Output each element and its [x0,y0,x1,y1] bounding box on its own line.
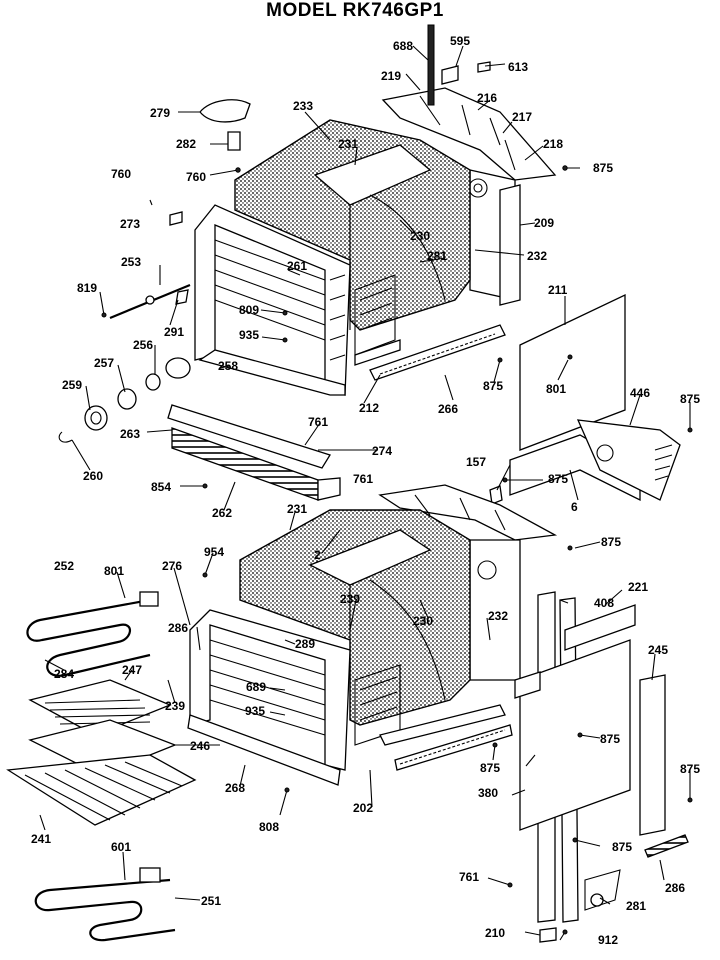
lower-side-panels [514,591,689,943]
callout: 935 [239,328,259,342]
callout: 761 [308,415,328,429]
callout: 281 [626,899,646,913]
callout: 259 [62,378,82,392]
callout: 289 [295,637,315,651]
callout: 875 [480,761,500,775]
callout: 801 [104,564,124,578]
control-strip [167,404,341,501]
callout: 266 [438,402,458,416]
callout: 2 [314,548,321,562]
callout: 263 [120,427,140,441]
callout: 274 [372,444,392,458]
callout: 380 [478,786,498,800]
callout: 221 [628,580,648,594]
callout: 760 [186,170,206,184]
callout: 954 [204,545,224,559]
callout: 212 [359,401,379,415]
callout: 761 [459,870,479,884]
callout: 253 [121,255,141,269]
callout: 219 [381,69,401,83]
callout: 875 [680,392,700,406]
callout: 217 [512,110,532,124]
callout: 247 [122,663,142,677]
callout: 257 [94,356,114,370]
callout: 282 [176,137,196,151]
callout: 875 [601,535,621,549]
diagram-title: MODEL RK746GP1 [266,0,444,21]
callout: 6 [571,500,578,514]
callout: 232 [488,609,508,623]
callout: 601 [111,840,131,854]
callout: 251 [201,894,221,908]
callout: 230 [410,229,430,243]
lower-oven-assembly [187,484,558,786]
callout: 875 [593,161,613,175]
callout: 157 [466,455,486,469]
callout: 613 [508,60,528,74]
upper-side-panels [489,293,681,505]
callout: 239 [165,699,185,713]
callout: 218 [543,137,563,151]
callout: 279 [150,106,170,120]
callout: 261 [287,259,307,273]
callout: 808 [259,820,279,834]
callout: 232 [527,249,547,263]
callout: 273 [120,217,140,231]
callout-labels: 688 595 613 219 216 217 218 875 279 233 … [31,34,700,947]
callout: 258 [218,359,238,373]
callout: 241 [31,832,51,846]
callout: 291 [164,325,184,339]
callout: 875 [483,379,503,393]
leader-lines [39,45,693,941]
callout: 875 [680,762,700,776]
callout: 216 [477,91,497,105]
callout: 761 [353,472,373,486]
callout: 202 [353,801,373,815]
callout: 875 [548,472,568,486]
callout: 286 [168,621,188,635]
callout: 408 [594,596,614,610]
callout: 595 [450,34,470,48]
callout: 239 [340,592,360,606]
callout: 286 [665,881,685,895]
callout: 912 [598,933,618,947]
callout: 211 [548,283,568,297]
callout: 233 [293,99,313,113]
callout: 256 [133,338,153,352]
callout: 209 [534,216,554,230]
callout: 276 [162,559,182,573]
callout: 875 [612,840,632,854]
callout: 875 [600,732,620,746]
callout: 260 [83,469,103,483]
callout: 446 [630,386,650,400]
callout: 760 [111,167,131,181]
callout: 854 [151,480,171,494]
callout: 252 [54,559,74,573]
callout: 809 [239,303,259,317]
callout: 819 [77,281,97,295]
callout: 935 [245,704,265,718]
callout: 268 [225,781,245,795]
callout: 801 [546,382,566,396]
broiler-parts [6,591,197,942]
callout: 245 [648,643,668,657]
top-small-parts [58,24,491,443]
upper-oven-assembly [194,87,557,396]
callout: 689 [246,680,266,694]
callout: 210 [485,926,505,940]
callout: 688 [393,39,413,53]
callout: 230 [413,614,433,628]
callout: 231 [338,137,358,151]
callout: 281 [427,249,447,263]
callout: 262 [212,506,232,520]
callout: 284 [54,667,74,681]
callout: 231 [287,502,307,516]
callout: 246 [190,739,210,753]
